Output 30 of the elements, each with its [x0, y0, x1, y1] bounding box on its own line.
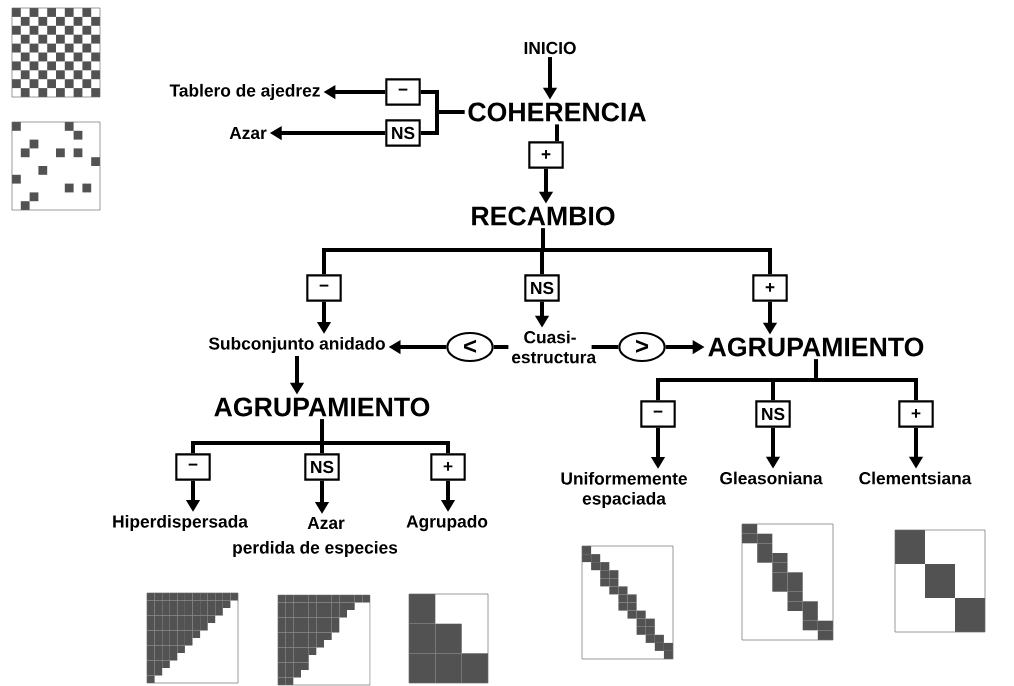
- sign-box: +: [430, 453, 466, 481]
- sign-box: +: [528, 141, 564, 169]
- sign-box: +: [752, 274, 788, 302]
- label-text: Subconjunto anidado: [208, 336, 385, 354]
- sign-box: NS: [524, 274, 560, 302]
- sign-box: NS: [385, 119, 421, 147]
- label-text: INICIO: [524, 41, 576, 55]
- label-text: Cuasi- estructura: [512, 330, 597, 364]
- label-text: Azar: [307, 516, 345, 530]
- sign-box: −: [385, 78, 421, 106]
- label-text: perdida de especies: [233, 540, 398, 558]
- heading-text: AGRUPAMIENTO: [708, 337, 924, 357]
- heading-text: COHERENCIA: [468, 102, 646, 122]
- label-text: Hiperdispersada: [113, 514, 248, 532]
- label-text: Uniformemente espaciada: [561, 471, 687, 509]
- sign-box: −: [175, 453, 211, 481]
- sign-box: −: [306, 274, 342, 302]
- sign-box: +: [898, 400, 934, 428]
- heading-text: AGRUPAMIENTO: [214, 397, 430, 417]
- label-text: Gleasoniana: [720, 471, 823, 485]
- label-text: Clementsiana: [859, 471, 972, 485]
- sign-box: −: [640, 400, 676, 428]
- label-text: Azar: [229, 126, 267, 140]
- comparison-oval: >: [618, 331, 666, 363]
- sign-box: NS: [755, 400, 791, 428]
- sign-box: NS: [304, 453, 340, 481]
- comparison-oval: <: [446, 331, 494, 363]
- label-text: Tablero de ajedrez: [169, 83, 320, 101]
- label-text: Agrupado: [406, 514, 488, 532]
- heading-text: RECAMBIO: [472, 206, 615, 226]
